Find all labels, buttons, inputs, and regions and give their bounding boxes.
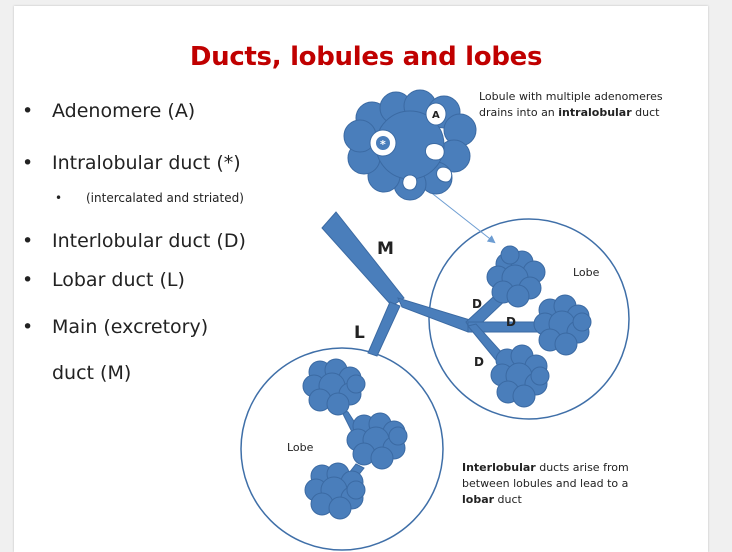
lobule-cluster-left-1 [302, 358, 366, 416]
lobule-cluster-right-3 [490, 344, 550, 408]
note-interlobular-line2: between lobules and lead to a [462, 477, 629, 490]
lobule-cluster-right-1 [486, 245, 546, 308]
adenomere-a [425, 102, 447, 126]
note-text: ducts arise from [535, 461, 629, 474]
bullet-text: Intralobular duct (*) [52, 152, 241, 174]
intralobular-duct-lumen [376, 136, 390, 150]
slide-title: Ducts, lobules and lobes [189, 42, 543, 72]
lobule-cluster-left-2 [346, 412, 408, 470]
lobe-right-outline [428, 218, 630, 420]
note-text: drains into an [479, 106, 559, 119]
label-lobe-left: Lobe [287, 441, 314, 454]
label-lobar-duct: L [354, 323, 365, 343]
note-bold-text: lobar [462, 493, 495, 506]
lobar-duct-left [367, 301, 401, 357]
bullet-text: (intercalated and striated) [86, 191, 244, 205]
bullet-dot: • [55, 191, 63, 205]
note-text: duct [631, 106, 660, 119]
lobule-cluster-right-2 [533, 294, 592, 356]
adenomere-droplet [425, 143, 445, 161]
bullet-dot: • [22, 269, 34, 291]
bullet-dot: • [22, 100, 34, 122]
note-interlobular-line3: lobar duct [462, 492, 629, 508]
bullet-text: Main (excretory) [52, 316, 209, 338]
adenomere-droplet [436, 166, 453, 183]
bullet-text: Adenomere (A) [52, 100, 196, 122]
bullet-text: duct (M) [52, 362, 132, 384]
note-interlobular: Interlobular ducts arise from between lo… [462, 460, 629, 508]
label-interlobular-2: D [506, 315, 516, 329]
adenomere-droplet [402, 174, 418, 191]
main-duct [321, 211, 405, 307]
bullet-text: Lobar duct (L) [52, 269, 185, 291]
label-main-duct: M [377, 239, 394, 259]
label-lobe-right: Lobe [573, 266, 600, 279]
note-bold-text: Interlobular [462, 461, 536, 474]
label-interlobular-1: D [472, 297, 482, 311]
note-bold-text: intralobular [558, 106, 632, 119]
lobule-arrow [423, 186, 496, 244]
bullet-dot: • [22, 316, 34, 338]
lobule-clusters [302, 245, 592, 520]
bullet-text: Interlobular duct (D) [52, 230, 246, 252]
note-lobule-line2: drains into an intralobular duct [479, 105, 663, 121]
note-interlobular-line1: Interlobular ducts arise from [462, 460, 629, 476]
note-text: duct [494, 493, 522, 506]
note-lobule-line1: Lobule with multiple adenomeres [479, 90, 663, 103]
label-intralobular: * [380, 138, 386, 151]
note-lobule: Lobule with multiple adenomeres drains i… [479, 89, 663, 121]
bullet-dot: • [22, 230, 34, 252]
label-adenomere: A [432, 110, 440, 121]
lobule-cluster-left-3 [304, 462, 366, 520]
lobule-detail [343, 89, 477, 201]
label-interlobular-3: D [474, 355, 484, 369]
bullet-dot: • [22, 152, 34, 174]
lobe-left-outline [240, 347, 444, 551]
